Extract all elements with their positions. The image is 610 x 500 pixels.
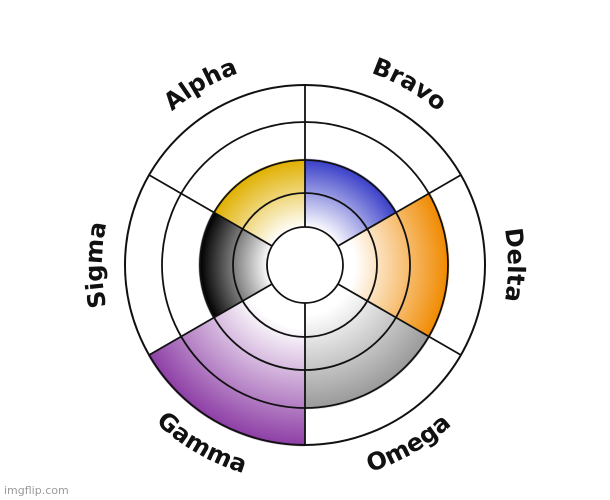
segment-fill-sigma [200, 212, 305, 318]
spoke-6 [148, 174, 273, 247]
watermark: imgflip.com [4, 484, 69, 497]
segment-label-bravo: Bravo [369, 52, 453, 116]
wheel-grid [124, 84, 486, 446]
spoke-2 [337, 174, 462, 247]
segment-label-sigma: Sigma [80, 220, 112, 311]
segment-fill-omega [305, 265, 429, 408]
segment-fill-gamma [149, 265, 305, 445]
spoke-5 [148, 283, 273, 356]
spoke-3 [337, 283, 462, 356]
segment-label-delta: Delta [499, 226, 530, 304]
segment-label-omega: Omega [363, 408, 456, 478]
segment-label-alpha: Alpha [158, 53, 241, 117]
